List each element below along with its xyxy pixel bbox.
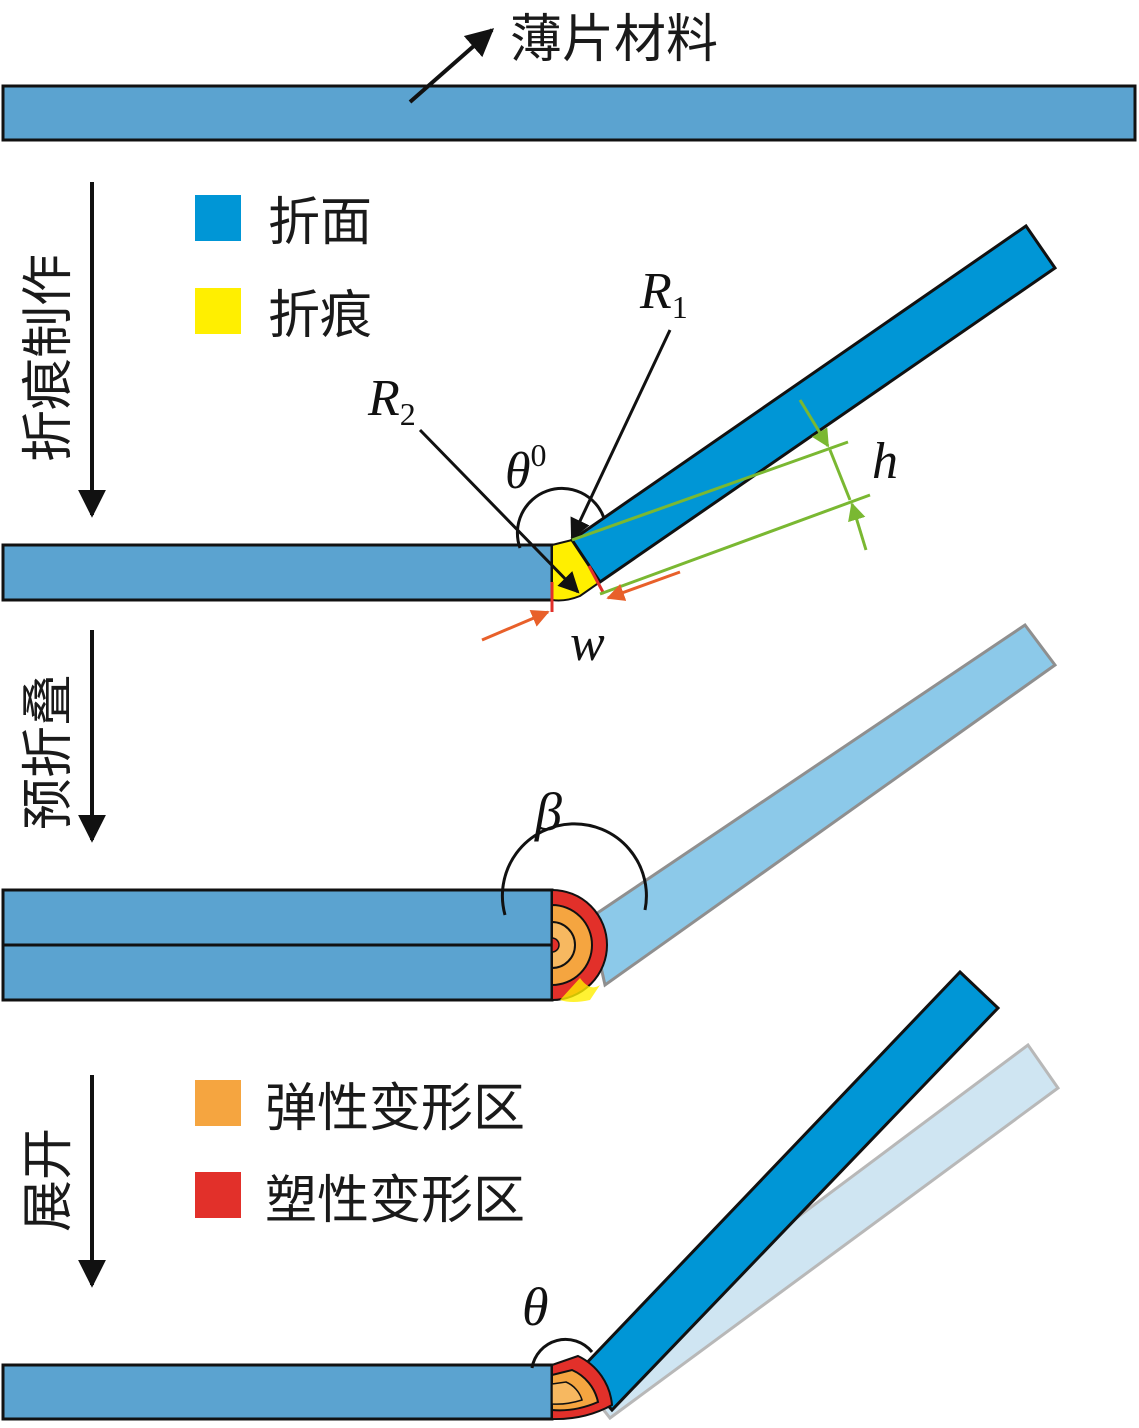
legend-swatch-elastic <box>195 1080 241 1126</box>
left-panel-3 <box>1 1363 554 1421</box>
left-panel-2b <box>1 943 554 1002</box>
h-line-lower <box>599 493 871 596</box>
elastic-inner-3 <box>551 1381 583 1405</box>
beta-arc <box>500 822 648 916</box>
w-arrow-right <box>606 570 681 601</box>
core-zone-2 <box>551 937 560 953</box>
legend-swatch-crease <box>195 288 241 334</box>
unfold-diagram: θ <box>1 969 1061 1421</box>
sheet-material <box>1 84 1137 142</box>
material-arrow <box>408 28 495 104</box>
r1-leader <box>570 329 672 540</box>
theta0-label: θ0 <box>505 437 547 500</box>
r2-leader <box>418 428 580 594</box>
h-dimension <box>828 449 852 501</box>
legend-swatch-fold-face <box>195 195 241 241</box>
crease-tip-2 <box>560 978 600 1002</box>
crease-edge-right <box>587 565 606 595</box>
step3-label: 展开 <box>19 1128 79 1232</box>
h-label: h <box>872 433 898 490</box>
legend-bottom: 弹性变形区 塑性变形区 <box>195 1079 525 1231</box>
legend-label-plastic: 塑性变形区 <box>265 1171 525 1231</box>
ghost-panel-2 <box>588 622 1058 988</box>
legend-top: 折面 折痕 <box>195 193 372 346</box>
r2-label: R2 <box>367 370 416 432</box>
legend-label-fold-face: 折面 <box>268 193 372 253</box>
beta-label: β <box>534 782 562 842</box>
unfolded-panel <box>575 969 1001 1413</box>
w-label: w <box>570 615 605 672</box>
theta-arc <box>530 1337 594 1369</box>
r1-label: R1 <box>639 263 688 325</box>
h-line-upper <box>571 440 849 542</box>
material-label: 薄片材料 <box>510 10 718 70</box>
theta-label: θ <box>522 1277 549 1337</box>
legend-label-crease: 折痕 <box>268 286 372 346</box>
legend-swatch-plastic <box>195 1172 241 1218</box>
left-panel-1 <box>1 543 554 602</box>
crease-diagram: θ0 R1 R2 h w <box>1 223 1058 672</box>
elastic-inner-2 <box>551 920 576 970</box>
h-arrow-top <box>798 399 830 448</box>
step2-label: 预折叠 <box>19 674 79 830</box>
prefold-diagram: β <box>1 622 1058 1002</box>
left-panel-2a <box>1 888 554 947</box>
step1-label: 折痕制作 <box>19 254 79 462</box>
h-arrow-bottom <box>848 502 868 551</box>
w-arrow-left <box>481 610 550 642</box>
legend-label-elastic: 弹性变形区 <box>265 1079 525 1139</box>
